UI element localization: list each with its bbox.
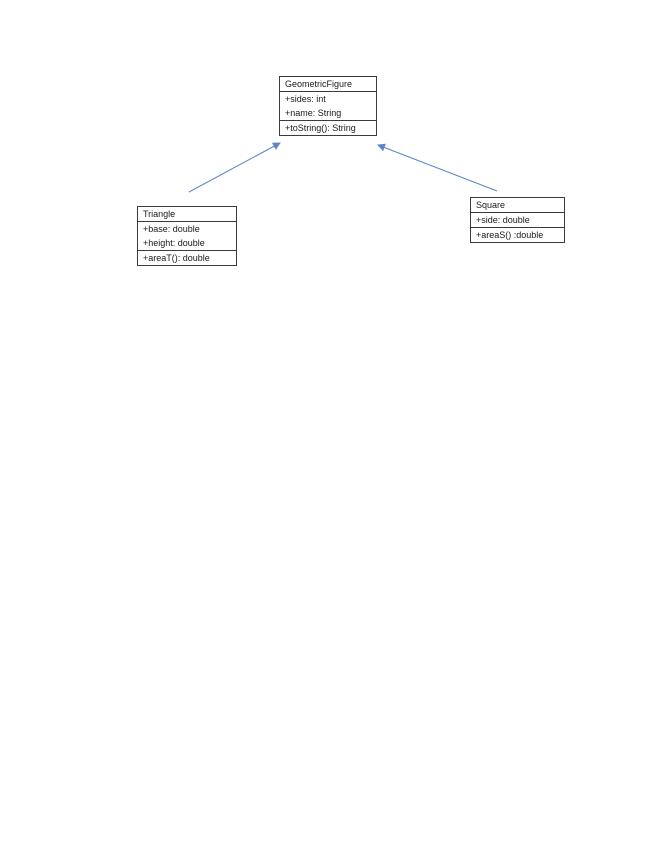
attribute: +name: String [285, 108, 342, 118]
attributes-section: +side: double [471, 213, 564, 228]
class-name: Triangle [138, 207, 236, 222]
attribute: +side: double [476, 215, 530, 225]
method: +toString(): String [285, 123, 356, 133]
attribute: +height: double [143, 238, 205, 248]
class-geometricfigure[interactable]: GeometricFigure +sides: int +name: Strin… [279, 76, 377, 136]
method: +areaS() :double [476, 230, 544, 240]
triangle-to-geometricfigure-arrow [188, 142, 281, 193]
methods-section: +areaT(): double [138, 251, 236, 265]
attribute: +sides: int [285, 94, 326, 104]
square-to-geometricfigure-arrow [377, 143, 498, 192]
attributes-section: +base: double +height: double [138, 222, 236, 251]
methods-section: +toString(): String [280, 121, 376, 135]
methods-section: +areaS() :double [471, 228, 564, 242]
method: +areaT(): double [143, 253, 210, 263]
class-square[interactable]: Square +side: double +areaS() :double [470, 197, 565, 243]
class-name: GeometricFigure [280, 77, 376, 92]
attributes-section: +sides: int +name: String [280, 92, 376, 121]
attribute: +base: double [143, 224, 200, 234]
class-name: Square [471, 198, 564, 213]
class-triangle[interactable]: Triangle +base: double +height: double +… [137, 206, 237, 266]
